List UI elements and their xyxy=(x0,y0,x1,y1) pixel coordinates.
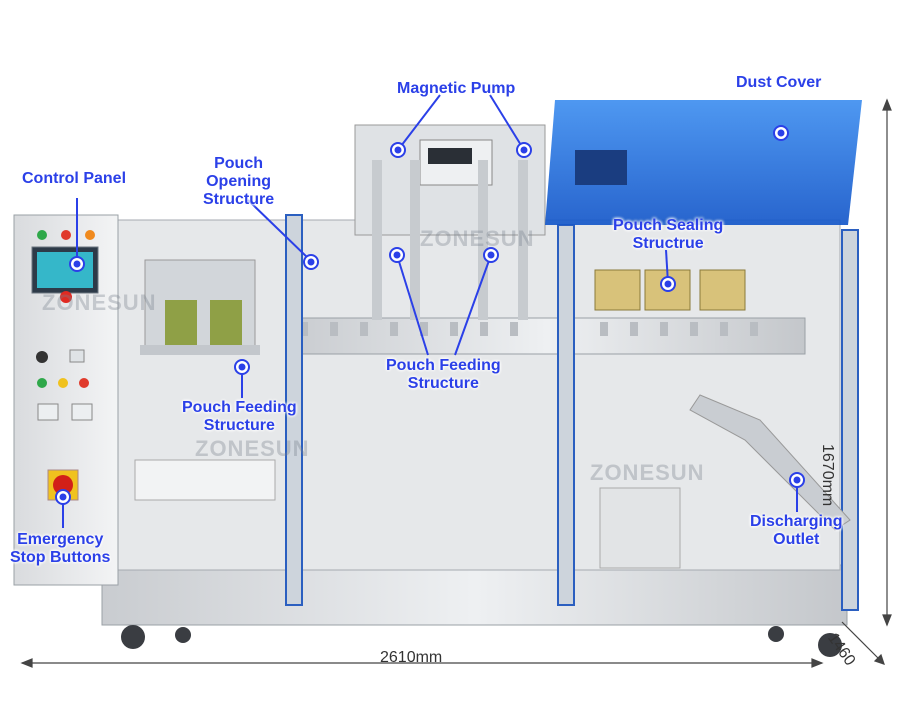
marker-dots xyxy=(55,125,805,505)
marker-pouch-opening xyxy=(303,254,319,270)
marker-pouch-sealing xyxy=(660,276,676,292)
watermark: ZONESUN xyxy=(420,226,535,251)
label-pouch-sealing: Pouch Sealing Structrue xyxy=(613,217,724,252)
marker-emergency-stop xyxy=(55,489,71,505)
label-pouch-opening: Pouch Opening Structure xyxy=(203,155,275,208)
marker-dust-cover xyxy=(773,125,789,141)
marker-magnetic-pump-right xyxy=(516,142,532,158)
marker-magnetic-pump-left xyxy=(390,142,406,158)
watermark: ZONESUN xyxy=(42,290,157,315)
guard-door-right xyxy=(841,229,859,611)
marker-pouch-feeding-left xyxy=(234,359,250,375)
depth-dimension-line xyxy=(841,621,885,665)
label-pouch-feeding-center: Pouch Feeding Structure xyxy=(386,357,501,392)
marker-discharging-outlet xyxy=(789,472,805,488)
guard-door-left xyxy=(285,214,303,606)
marker-pouch-feeding-center-left xyxy=(389,247,405,263)
label-control-panel: Control Panel xyxy=(22,170,127,187)
discharge-chute xyxy=(689,394,851,531)
marker-control-panel xyxy=(69,256,85,272)
guard-door-middle xyxy=(557,224,575,606)
conveyor xyxy=(289,317,806,355)
watermark: ZONESUN xyxy=(590,460,705,485)
label-discharging-outlet: Discharging Outlet xyxy=(750,513,843,548)
label-dust-cover: Dust Cover xyxy=(736,74,822,91)
watermark: ZONESUN xyxy=(195,436,310,461)
label-pouch-feeding-left: Pouch Feeding Structure xyxy=(182,399,297,434)
marker-pouch-feeding-center-right xyxy=(483,247,499,263)
height-dimension-label: 1670mm xyxy=(819,444,836,507)
width-dimension-label: 2610mm xyxy=(380,649,443,666)
label-magnetic-pump: Magnetic Pump xyxy=(397,80,516,97)
machine-base xyxy=(101,564,848,626)
label-emergency-stop: Emergency Stop Buttons xyxy=(10,531,111,566)
